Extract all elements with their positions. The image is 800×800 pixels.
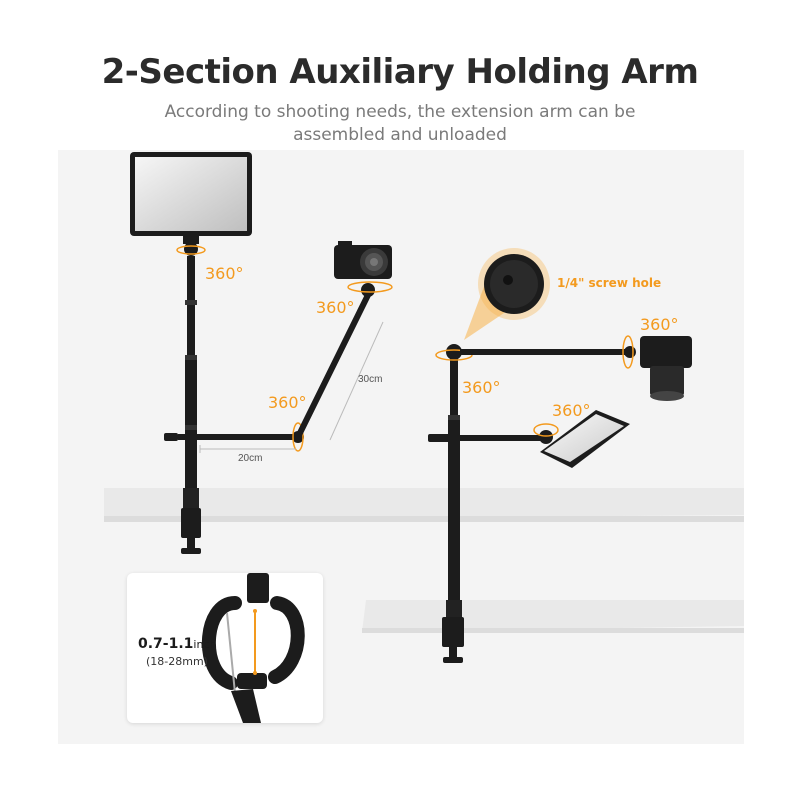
left-desk xyxy=(104,488,744,522)
right-lower-arm xyxy=(428,423,559,444)
right-top-arm xyxy=(435,335,636,369)
screw-hole-callout xyxy=(464,248,550,340)
right-desk xyxy=(362,600,744,633)
rotation-label-camera-head: 360° xyxy=(316,298,355,317)
rotation-label-right-camera: 360° xyxy=(640,315,679,334)
clamp-illustration xyxy=(202,573,305,723)
rotation-label-right-pivot: 360° xyxy=(462,378,501,397)
rotation-label-light-head: 360° xyxy=(205,264,244,283)
clamp-range-value: 0.7-1.1 xyxy=(138,636,194,652)
clamp-range-unit: inch xyxy=(193,638,217,651)
camera-ball-head xyxy=(347,281,393,297)
left-long-arm xyxy=(295,292,384,441)
screw-hole-label: 1/4" screw hole xyxy=(557,276,662,290)
page-title: 2-Section Auxiliary Holding Arm xyxy=(101,52,699,92)
light-ball-head xyxy=(176,236,206,256)
clamp-range-metric: (18-28mm) xyxy=(146,655,208,668)
left-pole xyxy=(183,256,199,508)
clamp-detail-inset xyxy=(127,573,323,723)
led-light-panel xyxy=(130,152,252,236)
right-tablet-panel xyxy=(540,410,630,468)
right-desk-clamp xyxy=(442,617,464,663)
clamp-range-label: 0.7-1.1inch xyxy=(138,636,216,652)
left-desk-clamp xyxy=(181,508,201,554)
left-camera xyxy=(334,241,392,279)
dimension-short-arm: 20cm xyxy=(238,453,263,464)
dimension-long-arm: 30cm xyxy=(358,374,383,385)
page-subtitle: According to shooting needs, the extensi… xyxy=(164,102,636,145)
rotation-label-elbow: 360° xyxy=(268,393,307,412)
rotation-label-right-tablet: 360° xyxy=(552,401,591,420)
right-pole xyxy=(446,348,462,618)
right-camera xyxy=(640,336,692,401)
